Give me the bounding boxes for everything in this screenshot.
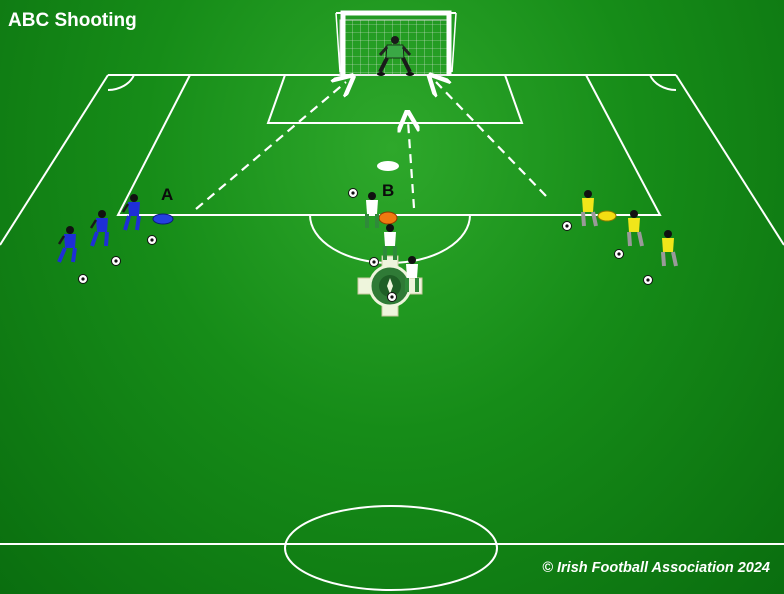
shot-arrows: [195, 82, 547, 210]
pitch-lines: [0, 74, 784, 591]
goalkeeper-player-icon: [377, 36, 414, 76]
right-touchline: [675, 74, 784, 246]
soccer-ball-icon: [643, 275, 653, 285]
arrow-c: [436, 82, 547, 197]
cone-icon: [152, 213, 174, 225]
group-a: [57, 194, 174, 284]
marker-b-label: B: [382, 181, 395, 200]
penalty-spot: [377, 161, 399, 171]
soccer-ball-icon: [369, 257, 379, 267]
soccer-ball-icon: [614, 249, 624, 259]
arrow-a: [195, 82, 346, 210]
left-corner-arc: [107, 74, 135, 91]
cone-icon: [597, 210, 617, 222]
centre-circle: [284, 505, 498, 591]
player-icon: [365, 192, 379, 228]
group-c: [562, 190, 678, 285]
player-icon: [57, 226, 77, 263]
crest-icon: [357, 255, 423, 317]
left-touchline: [0, 74, 109, 246]
soccer-ball-icon: [78, 274, 88, 284]
soccer-ball-icon: [348, 188, 358, 198]
soccer-ball-icon: [111, 256, 121, 266]
player-icon: [405, 256, 419, 292]
player-icon: [627, 210, 644, 247]
six-yard-box: [266, 74, 524, 124]
cone-icon: [378, 211, 398, 225]
player-icon: [89, 210, 109, 247]
goal-icon: [335, 10, 457, 76]
player-icon: [121, 194, 141, 231]
player-icon: [661, 230, 678, 267]
soccer-ball-icon: [387, 292, 397, 302]
copyright-notice: © Irish Football Association 2024: [542, 560, 770, 576]
right-corner-arc: [649, 74, 677, 91]
arrow-b: [408, 121, 414, 209]
soccer-ball-icon: [562, 221, 572, 231]
marker-a-label: A: [161, 185, 174, 204]
player-icon: [383, 224, 397, 260]
group-b: [348, 188, 419, 302]
page-title: ABC Shooting: [8, 10, 137, 31]
player-icon: [581, 190, 598, 227]
soccer-ball-icon: [147, 235, 157, 245]
